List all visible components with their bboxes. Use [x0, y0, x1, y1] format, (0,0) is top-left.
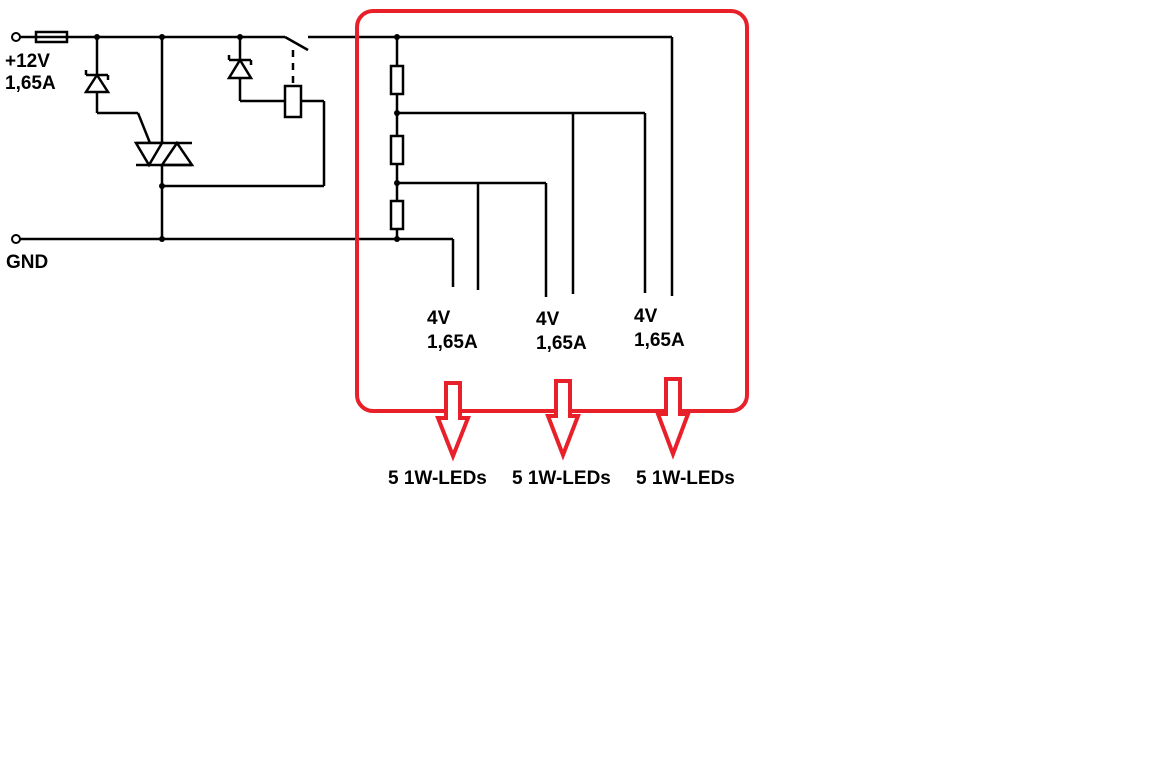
- output-2-voltage: 4V: [536, 309, 560, 330]
- relay-coil: [283, 84, 303, 119]
- load-3-label: 5 1W-LEDs: [636, 468, 735, 489]
- output-2-current: 1,65A: [536, 333, 587, 354]
- supply-voltage-label: +12V: [5, 51, 50, 72]
- resistor-3: [389, 199, 405, 231]
- output-1-current: 1,65A: [427, 332, 478, 353]
- junction-dot: [237, 34, 243, 40]
- resistor-divider: [389, 37, 645, 239]
- output-leads: [476, 37, 674, 297]
- junction-dot: [159, 34, 165, 40]
- load-2-label: 5 1W-LEDs: [512, 468, 611, 489]
- arrow-2: [545, 379, 581, 461]
- arrow-1: [435, 381, 471, 462]
- highlight-box: [355, 9, 749, 413]
- ground-label: GND: [6, 252, 49, 273]
- supply-current-label: 1,65A: [5, 73, 56, 94]
- relay: [283, 35, 326, 186]
- gnd-terminal: [11, 234, 21, 244]
- zener-diode-1: [83, 37, 152, 144]
- output-3-voltage: 4V: [634, 306, 658, 327]
- load-1-label: 5 1W-LEDs: [388, 468, 487, 489]
- output-3-current: 1,65A: [634, 330, 685, 351]
- resistor-2: [389, 134, 405, 166]
- junction-dot: [394, 110, 400, 116]
- junction-dot: [159, 183, 165, 189]
- junction-dot: [394, 236, 400, 242]
- resistor-1: [389, 64, 405, 96]
- plus-terminal: [11, 32, 21, 42]
- junction-dot: [159, 236, 165, 242]
- junction-dot: [394, 34, 400, 40]
- junction-dot: [394, 180, 400, 186]
- top-rail: [20, 30, 672, 44]
- zener-diode-2: [226, 37, 285, 103]
- triac: [133, 37, 324, 239]
- junction-dot: [94, 34, 100, 40]
- output-1-voltage: 4V: [427, 308, 451, 329]
- arrow-3: [655, 377, 691, 460]
